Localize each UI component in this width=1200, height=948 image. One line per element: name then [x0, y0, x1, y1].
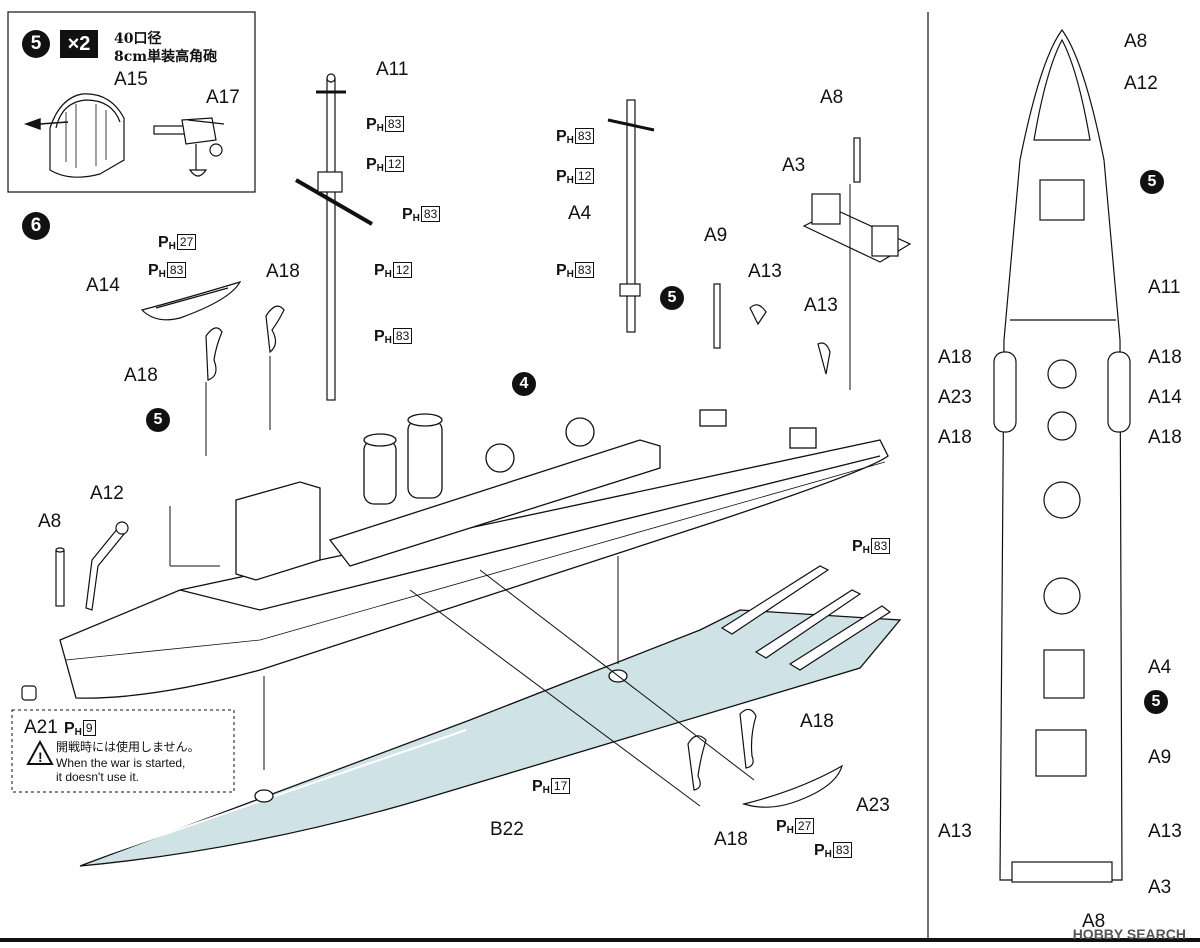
label-a21: A21: [24, 717, 58, 738]
label-a18-1: A18: [266, 261, 300, 282]
step5-ref-2: 5: [146, 408, 170, 432]
boat-a23-drawing: [741, 764, 844, 808]
label-a3: A3: [782, 155, 806, 176]
part-a17-drawing: [153, 117, 225, 177]
step6-badge: 6: [22, 212, 50, 240]
label-a14: A14: [86, 275, 120, 296]
arrow-left: [23, 118, 69, 130]
label-a17: A17: [206, 87, 240, 108]
label-a8-left: A8: [38, 511, 62, 532]
tv-label-a12: A12: [1124, 73, 1158, 94]
note-en-2: it doesn't use it.: [56, 770, 140, 784]
note-box: [11, 709, 235, 793]
label-a8-top: A8: [820, 87, 844, 108]
step5-badge: 5: [22, 30, 50, 58]
step5-title-line1: 40口径: [114, 31, 162, 47]
svg-text:!: !: [38, 749, 43, 765]
label-a12: A12: [90, 483, 124, 504]
note-en-1: When the war is started,: [56, 756, 186, 770]
part-a3-drawing: [802, 193, 912, 263]
step5-title-line2: 8cm単装高角砲: [114, 49, 218, 65]
step5-frame: [7, 11, 256, 193]
tv-label-a3: A3: [1148, 877, 1172, 898]
warning-icon: [26, 739, 54, 765]
main-mast-drawing: [294, 73, 374, 401]
tv-label-a11: A11: [1148, 277, 1181, 298]
mast-a4-drawing: [607, 99, 655, 333]
subassembly-ref-4: 4: [512, 372, 536, 396]
guide-lines: [169, 184, 851, 807]
tv-label-a23: A23: [938, 387, 972, 408]
ship-hull-drawing: [59, 409, 889, 699]
tv-label-a13-l: A13: [938, 821, 972, 842]
tv-label-a13-r: A13: [1148, 821, 1182, 842]
label-a18-2: A18: [124, 365, 158, 386]
side-rails: [720, 565, 892, 671]
tv-label-a4: A4: [1148, 657, 1172, 678]
tv-step5-ref-bottom: 5: [1144, 690, 1168, 714]
label-a9: A9: [704, 225, 728, 246]
tv-step5-ref-top: 5: [1140, 170, 1164, 194]
tv-label-a18-l2: A18: [938, 427, 972, 448]
tv-label-a8-top: A8: [1124, 31, 1148, 52]
part-a15-drawing: [49, 93, 125, 178]
part-a8-left-drawing: [55, 547, 65, 607]
tv-label-a14: A14: [1148, 387, 1182, 408]
tv-label-a18-l1: A18: [938, 347, 972, 368]
label-a13-1: A13: [748, 261, 782, 282]
part-a12-drawing: [85, 521, 129, 611]
label-a15: A15: [114, 69, 148, 90]
topview-drawing: [993, 28, 1131, 883]
note-jp: 開戦時には使用しません。: [56, 740, 200, 754]
label-a18-3: A18: [800, 711, 834, 732]
part-a21-drawing: [21, 685, 37, 701]
tv-label-a8-bottom: A8: [1082, 911, 1106, 932]
label-a18-4: A18: [714, 829, 748, 850]
label-a13-2: A13: [804, 295, 838, 316]
watermark: HOBBY SEARCH: [1072, 926, 1186, 942]
step5-ref-1: 5: [660, 286, 684, 310]
boat-a14-drawing: [140, 281, 242, 321]
label-a23: A23: [856, 795, 890, 816]
tv-label-a18-r2: A18: [1148, 427, 1182, 448]
multiplier-badge: ×2: [60, 30, 98, 58]
davit-parts: [205, 137, 861, 791]
tv-label-a18-r1: A18: [1148, 347, 1182, 368]
label-a11: A11: [376, 59, 409, 80]
tv-label-a9: A9: [1148, 747, 1172, 768]
label-a4: A4: [568, 203, 592, 224]
label-b22: B22: [490, 819, 524, 840]
